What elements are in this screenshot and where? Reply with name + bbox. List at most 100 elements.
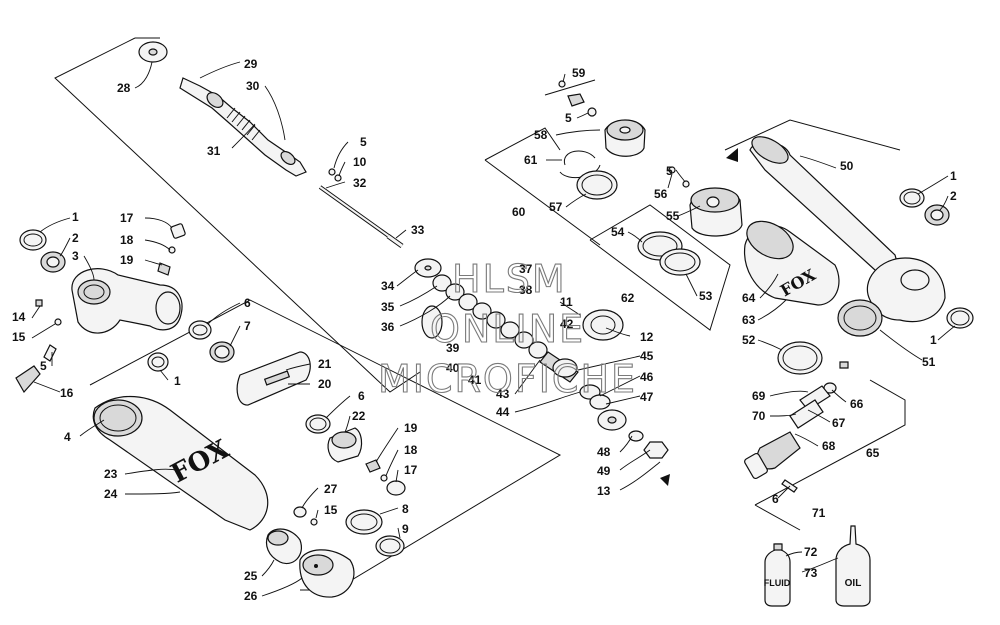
- callout-10: 10: [353, 155, 367, 169]
- callout-42: 42: [560, 317, 574, 331]
- callout-54: 54: [611, 225, 625, 239]
- callout-5: 5: [666, 164, 673, 178]
- callout-14: 14: [12, 310, 26, 324]
- callout-65: 65: [866, 446, 880, 460]
- callout-21: 21: [318, 357, 332, 371]
- callout-25: 25: [244, 569, 258, 583]
- fluid-bottle-icon: FLUID: [764, 543, 791, 607]
- callout-2: 2: [72, 231, 79, 245]
- callout-68: 68: [822, 439, 836, 453]
- callout-16: 16: [60, 386, 74, 400]
- callout-59: 59: [572, 66, 586, 80]
- leader-lines: [31, 61, 956, 597]
- adjuster-knob-part: [744, 361, 849, 493]
- snap-ring-part: [559, 150, 618, 200]
- svg-text:ONLINE: ONLINE: [430, 307, 585, 351]
- valve-cap-part: [558, 80, 597, 117]
- o-ring-part: [305, 414, 331, 434]
- callout-12: 12: [640, 330, 654, 344]
- assembly-bracket-shaft: [54, 37, 421, 393]
- callout-48: 48: [597, 445, 611, 459]
- callout-62: 62: [621, 291, 635, 305]
- callout-27: 27: [324, 482, 338, 496]
- callout-34: 34: [381, 279, 395, 293]
- reservoir-sleeve-part: [749, 136, 897, 275]
- bushing-part: [40, 251, 66, 273]
- callout-22: 22: [352, 409, 366, 423]
- shim-stack-part: [414, 258, 669, 459]
- callout-33: 33: [411, 223, 425, 237]
- assembly-bracket-reservoir: [724, 119, 901, 151]
- callout-41: 41: [468, 373, 482, 387]
- callout-73: 73: [804, 566, 818, 580]
- callout-13: 13: [597, 484, 611, 498]
- callout-5: 5: [565, 111, 572, 125]
- callout-70: 70: [752, 409, 766, 423]
- callout-3: 3: [72, 249, 79, 263]
- callout-55: 55: [666, 209, 680, 223]
- eyelet-ring-part: [19, 229, 47, 251]
- callout-60: 60: [512, 205, 526, 219]
- callout-2: 2: [950, 189, 957, 203]
- callout-17: 17: [120, 211, 134, 225]
- callout-58: 58: [534, 128, 548, 142]
- callout-30: 30: [246, 79, 260, 93]
- callout-6: 6: [244, 296, 251, 310]
- callout-6: 6: [358, 389, 365, 403]
- callout-19: 19: [404, 421, 418, 435]
- callout-20: 20: [318, 377, 332, 391]
- callout-53: 53: [699, 289, 713, 303]
- callout-29: 29: [244, 57, 258, 71]
- callout-67: 67: [832, 416, 846, 430]
- callout-52: 52: [742, 333, 756, 347]
- callout-24: 24: [104, 487, 118, 501]
- callout-6: 6: [772, 492, 779, 506]
- callout-35: 35: [381, 300, 395, 314]
- body-ring-part: [147, 352, 169, 372]
- callout-40: 40: [446, 361, 460, 375]
- assembly-bracket-piston: [589, 204, 731, 331]
- needle-rod-part: [318, 168, 392, 239]
- callout-19: 19: [120, 253, 134, 267]
- callout-45: 45: [640, 349, 654, 363]
- callout-18: 18: [120, 233, 134, 247]
- callout-23: 23: [104, 467, 118, 481]
- callout-26: 26: [244, 589, 258, 603]
- svg-text:FLUID: FLUID: [764, 578, 791, 588]
- callout-39: 39: [446, 341, 460, 355]
- valve-screw-part: [157, 223, 186, 276]
- callout-37: 37: [519, 262, 533, 276]
- callout-11: 11: [560, 295, 573, 309]
- body-cap-part: [71, 268, 183, 334]
- svg-text:HLSM: HLSM: [452, 257, 567, 301]
- direction-arrow-icon: [726, 148, 738, 162]
- callout-69: 69: [752, 389, 766, 403]
- callout-1: 1: [930, 333, 937, 347]
- assembly-bracket-adjuster: [754, 379, 906, 531]
- o-ring-part: [637, 231, 701, 276]
- callout-labels: 28 29 30 31 5 10 32 33 34 35 36 37 38 11…: [12, 57, 957, 603]
- callout-38: 38: [519, 283, 533, 297]
- callout-43: 43: [496, 387, 510, 401]
- bushing-part: [899, 188, 950, 226]
- ifp-piston-part: [689, 187, 743, 237]
- callout-7: 7: [244, 319, 251, 333]
- o-ring-part: [188, 320, 212, 340]
- callout-18: 18: [404, 443, 418, 457]
- callout-5: 5: [40, 359, 47, 373]
- callout-71: 71: [812, 506, 826, 520]
- direction-arrow-icon: [660, 474, 670, 486]
- callout-50: 50: [840, 159, 854, 173]
- callout-5: 5: [360, 135, 367, 149]
- seal-ring-part: [345, 509, 405, 557]
- callout-1: 1: [72, 210, 79, 224]
- callout-57: 57: [549, 200, 563, 214]
- inner-tube-part: [236, 351, 311, 406]
- callout-1: 1: [174, 374, 181, 388]
- callout-28: 28: [117, 81, 131, 95]
- washer-part: [138, 41, 168, 63]
- callout-63: 63: [742, 313, 756, 327]
- outer-body-part: [92, 396, 269, 531]
- callout-15: 15: [12, 330, 26, 344]
- reservoir-cap-part: [604, 119, 646, 157]
